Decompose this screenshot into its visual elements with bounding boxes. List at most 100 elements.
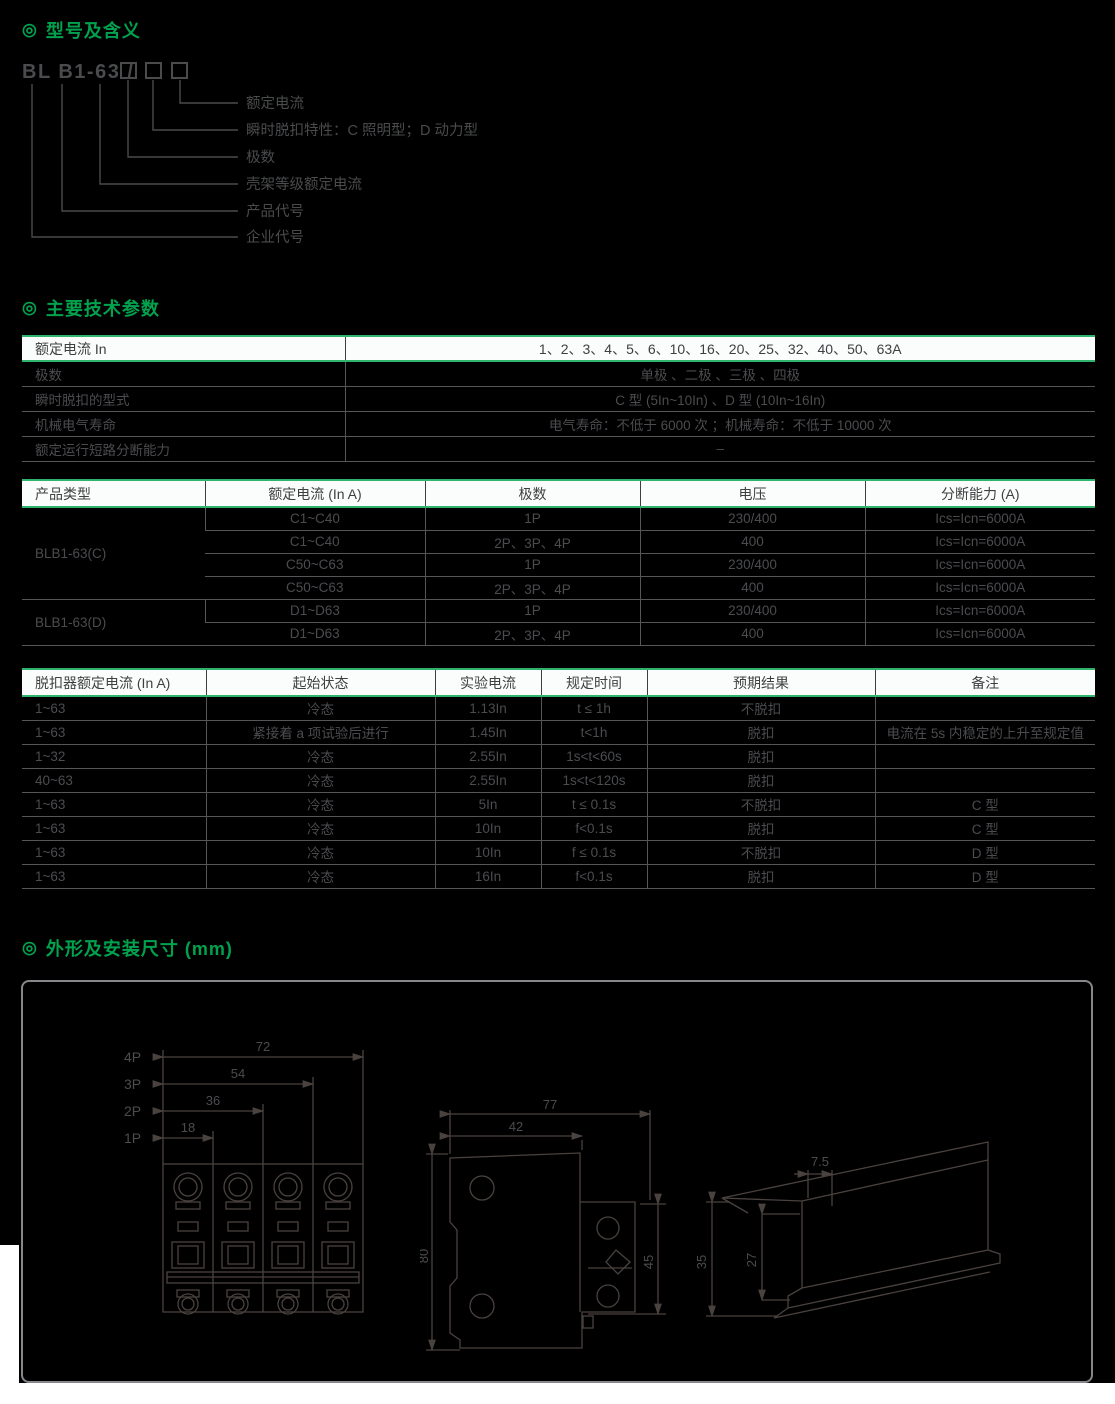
section-title-params: ◎ 主要技术参数 — [22, 295, 160, 321]
cell: Ics=Icn=6000A — [864, 622, 1095, 646]
cell — [874, 696, 1095, 721]
model-code-boxes — [120, 62, 188, 79]
param-value: – — [344, 436, 1095, 462]
dim-54: 54 — [231, 1066, 245, 1081]
cell: 230/400 — [639, 507, 865, 531]
cell: 冷态 — [205, 816, 435, 841]
table-row: 1~63 冷态 10In f ≤ 0.1s 不脱扣 D 型 — [22, 840, 1095, 865]
dimension-lines — [706, 1170, 834, 1318]
dimension-values: 77 42 80 45 — [420, 1100, 656, 1269]
pole-label-2p: 2P — [124, 1103, 141, 1119]
page-footer-white — [0, 1383, 1115, 1404]
cell: 5In — [434, 792, 541, 817]
label-product-code: 产品代号 — [246, 203, 304, 220]
table-row: 机械电气寿命 电气寿命：不低于 6000 次 ；机械寿命：不低于 10000 次 — [22, 411, 1095, 437]
pole-labels: 4P 3P 2P 1P — [124, 1049, 141, 1146]
double-circle-bullet-icon: ◎ — [22, 938, 38, 957]
param-label: 额定电流 In — [22, 335, 345, 362]
column-header: 预期结果 — [646, 668, 875, 697]
cell: Ics=Icn=6000A — [864, 553, 1095, 577]
cell: C50~C63 — [205, 553, 425, 577]
cell: C1~C40 — [204, 507, 425, 531]
cell: f<0.1s — [540, 816, 647, 841]
dim-77: 77 — [543, 1100, 557, 1112]
cell: t ≤ 0.1s — [540, 792, 647, 817]
cell: Ics=Icn=6000A — [864, 530, 1095, 554]
cell: 冷态 — [205, 744, 435, 769]
pole-label-3p: 3P — [124, 1076, 141, 1092]
param-value: 单极 、二极 、三极 、四极 — [344, 361, 1095, 387]
cell: Ics=Icn=6000A — [864, 507, 1095, 531]
cell: 10In — [434, 816, 541, 841]
cell: 1~63 — [22, 720, 206, 745]
param-label: 极数 — [22, 361, 345, 387]
cell: 2P、3P、4P — [424, 622, 640, 646]
cell: 1s<t<60s — [540, 744, 647, 769]
model-code-labels: 额定电流 瞬时脱扣特性：C 照明型；D 动力型 极数 壳架等级额定电流 产品代号… — [246, 95, 478, 246]
table-row: 1~32 冷态 2.55In 1s<t<60s 脱扣 — [22, 744, 1095, 769]
dim-18: 18 — [181, 1120, 195, 1135]
dim-42: 42 — [509, 1119, 523, 1134]
label-frame-rated-current: 壳架等级额定电流 — [246, 175, 362, 193]
param-value: C 型 (5In~10In) 、D 型 (10In~16In) — [344, 386, 1095, 412]
column-header: 实验电流 — [434, 668, 541, 697]
cell: 冷态 — [205, 792, 435, 817]
breaker-side-profile — [449, 1152, 636, 1349]
cell: 不脱扣 — [646, 840, 875, 865]
label-rated-current: 额定电流 — [246, 95, 304, 112]
dim-7-5: 7.5 — [811, 1154, 829, 1169]
table-row: 1~63 冷态 16In f<0.1s 脱扣 D 型 — [22, 864, 1095, 889]
table-row: C50~C63 2P、3P、4P 400 Ics=Icn=6000A — [22, 576, 1095, 600]
label-trip-characteristic: 瞬时脱扣特性：C 照明型；D 动力型 — [246, 122, 478, 139]
product-type-table: 产品类型 额定电流 (In A) 极数 电压 分断能力 (A) BLB1-63(… — [22, 479, 1095, 646]
section-title-text: 型号及含义 — [45, 21, 141, 41]
column-header: 电压 — [639, 479, 865, 508]
side-view-drawing: 77 42 80 45 — [420, 1100, 666, 1352]
cell: C 型 — [874, 792, 1095, 817]
dim-72: 72 — [256, 1039, 270, 1054]
column-header: 起始状态 — [205, 668, 435, 697]
double-circle-bullet-icon: ◎ — [22, 20, 38, 39]
column-header: 分断能力 (A) — [864, 479, 1095, 508]
table-header-row: 产品类型 额定电流 (In A) 极数 电压 分断能力 (A) — [22, 479, 1095, 508]
param-label: 额定运行短路分断能力 — [22, 436, 345, 462]
cell: t<1h — [540, 720, 647, 745]
dim-80: 80 — [420, 1249, 431, 1263]
cell: 400 — [639, 576, 865, 600]
model-code-connector-lines — [31, 80, 238, 238]
table-row: BLB1-63(C) C1~C40 1P 230/400 Ics=Icn=600… — [22, 507, 1095, 600]
table-row: 40~63 冷态 2.55In 1s<t<120s 脱扣 — [22, 768, 1095, 793]
table-header-row: 脱扣器额定电流 (In A) 起始状态 实验电流 规定时间 预期结果 备注 — [22, 668, 1095, 697]
table-row: C50~C63 1P 230/400 Ics=Icn=6000A — [22, 553, 1095, 577]
cell: f<0.1s — [540, 864, 647, 889]
table-row: 极数 单极 、二极 、三极 、四极 — [22, 361, 1095, 387]
cell: C50~C63 — [205, 576, 425, 600]
cell: f ≤ 0.1s — [540, 840, 647, 865]
cell: 10In — [434, 840, 541, 865]
table-row: C1~C40 2P、3P、4P 400 Ics=Icn=6000A — [22, 530, 1095, 554]
cell: Ics=Icn=6000A — [864, 599, 1095, 623]
column-header: 额定电流 (In A) — [204, 479, 425, 508]
dimension-lines — [152, 1050, 365, 1164]
cell: 1~63 — [22, 792, 206, 817]
cell: 1P — [424, 553, 640, 577]
cell: 1~63 — [22, 696, 206, 721]
label-poles: 极数 — [246, 149, 275, 166]
param-value: 1、2、3、4、5、6、10、16、20、25、32、40、50、63A — [344, 335, 1095, 362]
cell: 1P — [424, 507, 640, 531]
param-label: 机械电气寿命 — [22, 411, 345, 437]
cell: 2P、3P、4P — [424, 530, 640, 554]
cell: C1~C40 — [205, 530, 425, 554]
model-code-diagram: BL B1-63 / 额定电流 瞬时脱扣特性：C 照明型；D 动力型 极数 壳架… — [22, 61, 478, 246]
cell: 冷态 — [205, 768, 435, 793]
cell: C 型 — [874, 816, 1095, 841]
cell — [874, 768, 1095, 793]
cell: 冷态 — [205, 696, 435, 721]
cell: 1~32 — [22, 744, 206, 769]
cell: 1s<t<120s — [540, 768, 647, 793]
breaker-front-body — [162, 1163, 364, 1315]
table-row: 1~63 紧接着 a 项试验后进行 1.45In t<1h 脱扣 电流在 5s … — [22, 720, 1095, 745]
table-row: 瞬时脱扣的型式 C 型 (5In~10In) 、D 型 (10In~16In) — [22, 386, 1095, 412]
cell: t ≤ 1h — [540, 696, 647, 721]
